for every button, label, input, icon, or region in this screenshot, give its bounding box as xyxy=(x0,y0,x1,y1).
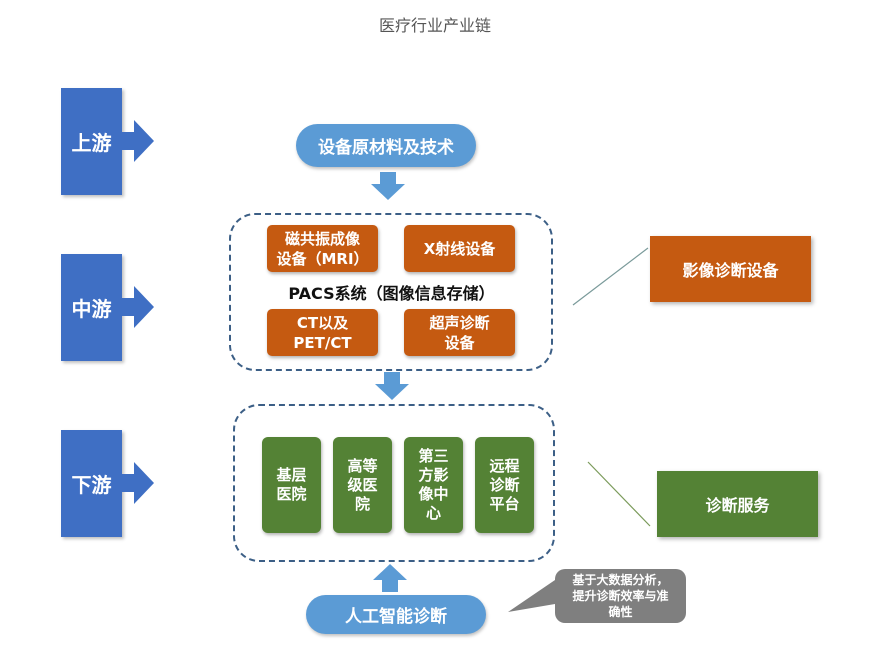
imaging-equipment-box: 影像诊断设备 xyxy=(650,236,811,302)
upstream-pill: 设备原材料及技术 xyxy=(296,124,476,167)
downstream-container xyxy=(233,404,555,562)
ai-callout: 基于大数据分析， 提升诊断效率与准 确性 xyxy=(555,569,686,623)
device-ct: CT以及 PET/CT xyxy=(267,309,378,356)
stage-midstream-label: 中游 xyxy=(71,297,112,321)
service-imaging-center: 第三 方影 像中 心 xyxy=(404,437,463,533)
midstream-container xyxy=(229,213,553,371)
service-remote-platform: 远程 诊断 平台 xyxy=(475,437,534,533)
stage-downstream: 下游 xyxy=(61,430,122,537)
stage-midstream: 中游 xyxy=(61,254,122,361)
device-mri: 磁共振成像 设备（MRI） xyxy=(267,225,378,272)
device-ultrasound: 超声诊断 设备 xyxy=(404,309,515,356)
service-tertiary-hospital: 高等 级医 院 xyxy=(333,437,392,533)
device-xray: X射线设备 xyxy=(404,225,515,272)
stage-upstream-label: 上游 xyxy=(71,131,112,155)
stage-upstream: 上游 xyxy=(61,88,122,195)
diagnosis-service-label: 诊断服务 xyxy=(705,496,770,515)
ai-diagnosis-pill: 人工智能诊断 xyxy=(306,595,486,634)
ai-diagnosis-label: 人工智能诊断 xyxy=(345,607,447,627)
imaging-equipment-label: 影像诊断设备 xyxy=(682,261,779,280)
upstream-pill-label: 设备原材料及技术 xyxy=(318,138,454,158)
stage-downstream-label: 下游 xyxy=(71,473,112,497)
page-title: 医疗行业产业链 xyxy=(378,16,491,35)
diagnosis-service-box: 诊断服务 xyxy=(657,471,818,537)
pacs-label: PACS系统（图像信息存储） xyxy=(288,284,495,303)
service-primary-hospital: 基层 医院 xyxy=(262,437,321,533)
